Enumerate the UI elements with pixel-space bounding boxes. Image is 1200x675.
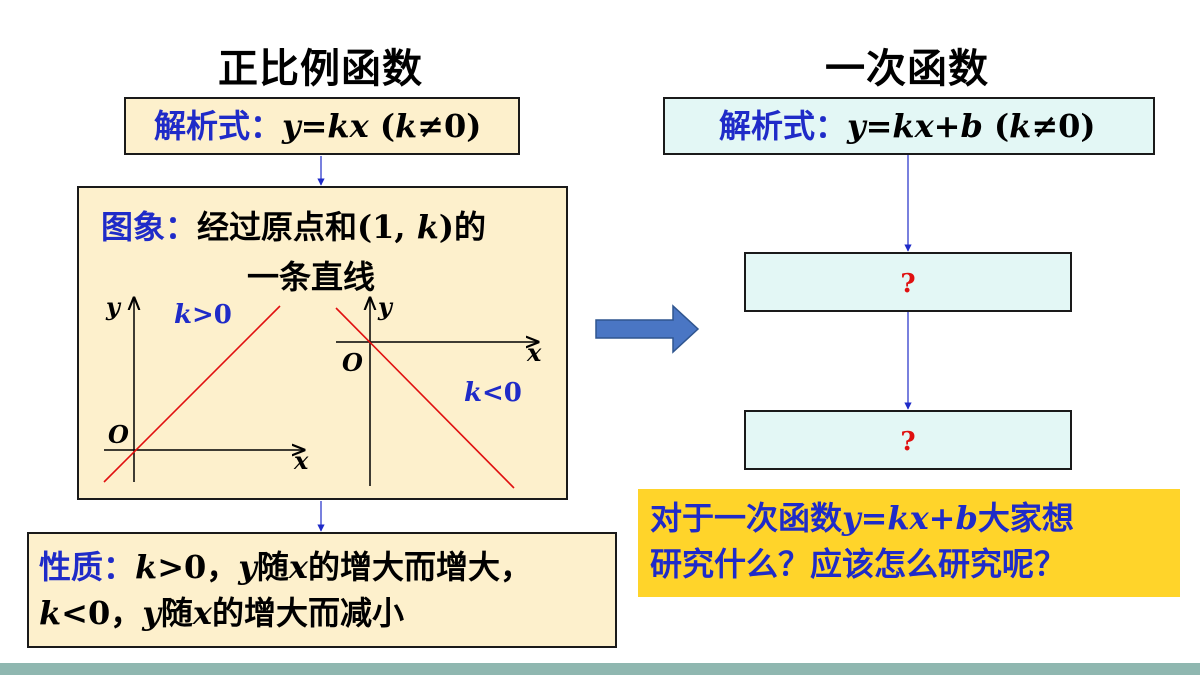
property-line2: k<0，y随x的增大而减小: [39, 590, 615, 636]
graph-neg-y-label: y: [378, 292, 392, 321]
property-line2-seg-5: 的增大而减小: [211, 594, 404, 632]
graph-pos-x-label: x: [294, 446, 309, 475]
property-line1-seg-0: k: [135, 548, 158, 586]
bottom-bar: [0, 663, 1200, 675]
left-formula-box: 解析式：y=kx (k≠0): [124, 97, 520, 155]
question-box-2: ?: [744, 410, 1072, 470]
prompt-line1-pre: 对于一次函数: [650, 499, 843, 537]
right-formula-cond-rest: ≠0): [1031, 107, 1096, 145]
graph-neg-k-label: k<0: [464, 378, 522, 408]
left-formula-label: 解析式：: [154, 107, 283, 145]
graph-pos-y-label: y: [106, 292, 120, 321]
right-formula-box: 解析式：y=kx+b (k≠0): [663, 97, 1155, 155]
image-box-line2: 一条直线: [247, 258, 376, 296]
property-line1-seg-4: x: [288, 548, 308, 586]
property-line2-seg-2: y: [142, 594, 161, 632]
graph-pos-origin-label: O: [108, 420, 129, 449]
property-line1: 性质：k>0，y随x的增大而增大，: [39, 544, 615, 590]
property-line1-text: k>0，y随x的增大而增大，: [135, 548, 532, 586]
prompt-line1: 对于一次函数y=kx+b大家想: [650, 495, 1180, 541]
image-box-text1-pre: 经过原点和(1,: [197, 208, 417, 246]
heading-direct-proportion: 正比例函数: [218, 46, 423, 92]
right-formula-cond-open: (: [982, 107, 1010, 145]
property-label: 性质：: [39, 548, 136, 586]
property-line1-seg-3: 随: [256, 548, 289, 586]
prompt-box: 对于一次函数y=kx+b大家想 研究什么？应该怎么研究呢？: [638, 489, 1180, 597]
property-line1-seg-2: y: [238, 548, 257, 586]
property-line1-seg-1: >0，: [157, 548, 239, 586]
question-box-1: ?: [744, 252, 1072, 312]
question-mark-2: ?: [900, 427, 916, 457]
image-box-line1: 图象：经过原点和(1, k)的: [101, 202, 486, 248]
graph-pos-k-label: k>0: [174, 300, 232, 330]
image-box-text1-post: )的: [438, 208, 487, 246]
graph-pos-k-cond: >0: [192, 300, 232, 330]
property-line2-seg-1: <0，: [61, 594, 143, 632]
prompt-line2: 研究什么？应该怎么研究呢？: [650, 545, 1067, 583]
left-formula-cond-rest: ≠0): [417, 107, 482, 145]
heading-linear-function: 一次函数: [825, 46, 989, 92]
prompt-line1-expr: y=kx+b: [842, 499, 978, 537]
graph-neg-x-label: x: [527, 338, 542, 367]
image-box-text1-k: k: [416, 208, 439, 246]
left-formula-cond-k: k: [394, 107, 418, 145]
property-line2-seg-4: x: [192, 594, 212, 632]
right-formula-label: 解析式：: [719, 107, 848, 145]
question-mark-1: ?: [900, 269, 916, 299]
graph-neg-origin-label: O: [342, 348, 363, 377]
graph-pos-k: k: [174, 300, 193, 330]
image-box-label: 图象：: [101, 208, 198, 246]
graph-neg-k: k: [464, 378, 483, 408]
right-arrow-icon: [595, 304, 700, 354]
property-box: 性质：k>0，y随x的增大而增大， k<0，y随x的增大而减小: [27, 532, 617, 648]
property-line1-seg-5: 的增大而增大，: [307, 548, 532, 586]
left-formula-expr: y=kx: [282, 107, 369, 145]
property-line2-seg-0: k: [39, 594, 62, 632]
left-formula-cond-open: (: [368, 107, 395, 145]
right-formula-expr: y=kx+b: [847, 107, 983, 145]
prompt-line1-post: 大家想: [977, 499, 1074, 537]
right-formula-cond-k: k: [1009, 107, 1032, 145]
graph-neg-k-cond: <0: [482, 378, 522, 408]
image-box: 图象：经过原点和(1, k)的 一条直线: [77, 186, 568, 500]
property-line2-seg-3: 随: [160, 594, 193, 632]
